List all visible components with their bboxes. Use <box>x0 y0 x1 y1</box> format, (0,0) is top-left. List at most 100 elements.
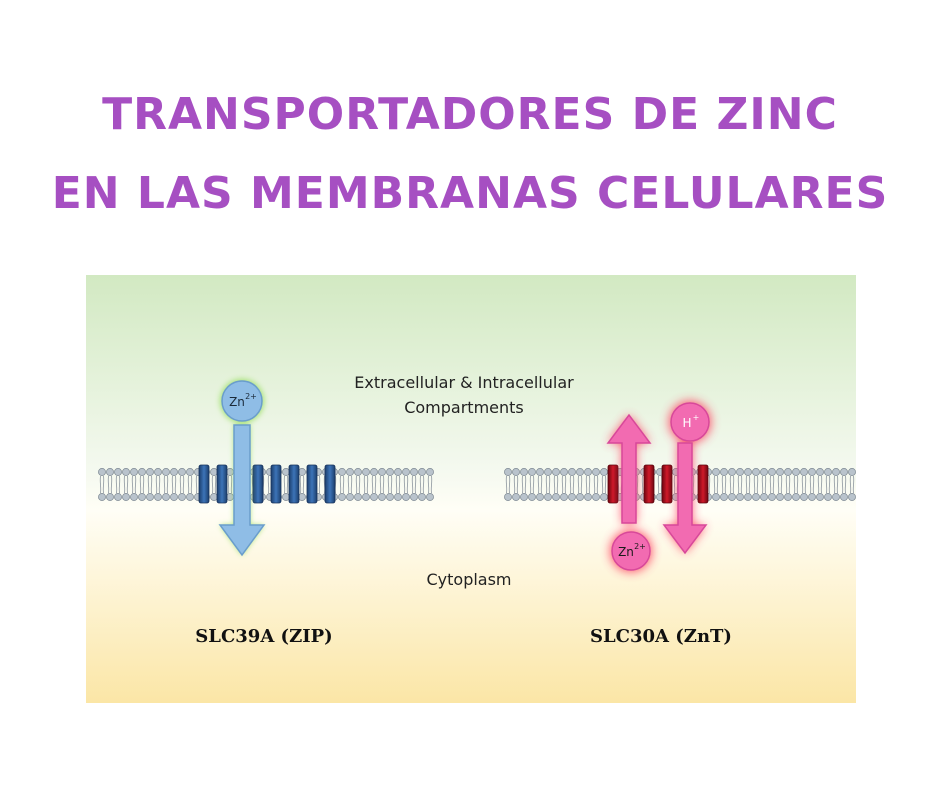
lipid-head <box>512 493 520 501</box>
lipid-head <box>346 493 354 501</box>
lipid-head <box>824 493 832 501</box>
znt-proton-ion <box>670 402 710 442</box>
lipid-head <box>560 493 568 501</box>
lipid-head <box>544 493 552 501</box>
lipid-head <box>832 493 840 501</box>
lipid-head <box>170 493 178 501</box>
lipid-head <box>744 468 752 476</box>
lipid-head <box>768 493 776 501</box>
diagram-background <box>86 275 856 703</box>
znt-zinc-ion-charge: 2+ <box>634 542 646 551</box>
lipid-head <box>394 493 402 501</box>
zip-transporter: Zn 2+ <box>198 379 336 557</box>
lipid-head <box>536 468 544 476</box>
lipid-head <box>520 468 528 476</box>
lipid-head <box>592 493 600 501</box>
lipid-head <box>552 493 560 501</box>
lipid-head <box>378 493 386 501</box>
lipid-head <box>576 493 584 501</box>
lipid-head <box>106 493 114 501</box>
lipid-head <box>378 468 386 476</box>
zinc-transporter-diagram: Zn 2+ H + Zn 2+ Extracellular & Intracel… <box>86 275 856 703</box>
znt-proton-charge: + <box>693 413 700 422</box>
lipid-head <box>832 468 840 476</box>
lipid-head <box>776 468 784 476</box>
lipid-head <box>576 468 584 476</box>
lipid-head <box>568 493 576 501</box>
lipid-head <box>744 493 752 501</box>
title-line-2: EN LAS MEMBRANAS CELULARES <box>51 168 889 219</box>
lipid-head <box>760 468 768 476</box>
lipid-head <box>552 468 560 476</box>
znt-arrow-up <box>606 413 652 524</box>
lipid-head <box>178 468 186 476</box>
lipid-head <box>282 493 290 501</box>
lipid-head <box>800 468 808 476</box>
lipid-head <box>138 468 146 476</box>
lipid-head <box>768 468 776 476</box>
zip-zinc-ion-charge: 2+ <box>245 392 257 401</box>
lipid-head <box>130 493 138 501</box>
lipid-head <box>816 468 824 476</box>
znt-transporter: H + Zn 2+ <box>606 401 711 572</box>
lipid-head <box>354 493 362 501</box>
lipid-head <box>776 493 784 501</box>
lipid-head <box>338 468 346 476</box>
lipid-head <box>354 468 362 476</box>
lipid-head <box>736 493 744 501</box>
transmembrane-helix <box>324 464 336 504</box>
cytoplasm-label: Cytoplasm <box>426 570 511 589</box>
lipid-head <box>186 468 194 476</box>
transmembrane-helix <box>252 464 264 504</box>
lipid-head <box>512 468 520 476</box>
lipid-head <box>816 493 824 501</box>
lipid-head <box>760 493 768 501</box>
lipid-head <box>784 493 792 501</box>
znt-zinc-ion <box>611 531 651 571</box>
zip-arrow-down <box>218 424 266 557</box>
transmembrane-helix <box>288 464 300 504</box>
znt-zinc-ion-label: Zn <box>618 545 634 559</box>
lipid-head <box>800 493 808 501</box>
lipid-head <box>210 468 218 476</box>
lipid-head <box>98 493 106 501</box>
lipid-head <box>504 493 512 501</box>
lipid-head <box>720 493 728 501</box>
lipid-head <box>426 493 434 501</box>
lipid-head <box>568 468 576 476</box>
lipid-head <box>536 493 544 501</box>
lipid-head <box>114 468 122 476</box>
lipid-head <box>298 493 306 501</box>
lipid-head <box>728 468 736 476</box>
zip-zinc-ion-label: Zn <box>229 395 245 409</box>
lipid-head <box>362 493 370 501</box>
lipid-head <box>106 468 114 476</box>
transmembrane-helix <box>306 464 318 504</box>
lipid-head <box>226 468 234 476</box>
lipid-head <box>528 493 536 501</box>
lipid-head <box>426 468 434 476</box>
lipid-head <box>600 468 608 476</box>
znt-transporter-name: SLC30A (ZnT) <box>590 626 732 647</box>
transmembrane-helix <box>661 464 673 504</box>
lipid-head <box>402 493 410 501</box>
lipid-head <box>282 468 290 476</box>
lipid-head <box>162 493 170 501</box>
compartment-label-line-1: Extracellular & Intracellular <box>354 373 574 392</box>
lipid-head <box>210 493 218 501</box>
transmembrane-helix <box>270 464 282 504</box>
lipid-head <box>808 493 816 501</box>
lipid-head <box>410 468 418 476</box>
compartment-label-line-2: Compartments <box>404 398 524 417</box>
lipid-head <box>752 468 760 476</box>
lipid-head <box>122 493 130 501</box>
lipid-head <box>712 468 720 476</box>
lipid-head <box>394 468 402 476</box>
lipid-head <box>528 468 536 476</box>
lipid-head <box>98 468 106 476</box>
lipid-head <box>728 493 736 501</box>
lipid-head <box>146 493 154 501</box>
znt-arrow-down <box>662 442 708 555</box>
lipid-head <box>584 493 592 501</box>
lipid-head <box>410 493 418 501</box>
